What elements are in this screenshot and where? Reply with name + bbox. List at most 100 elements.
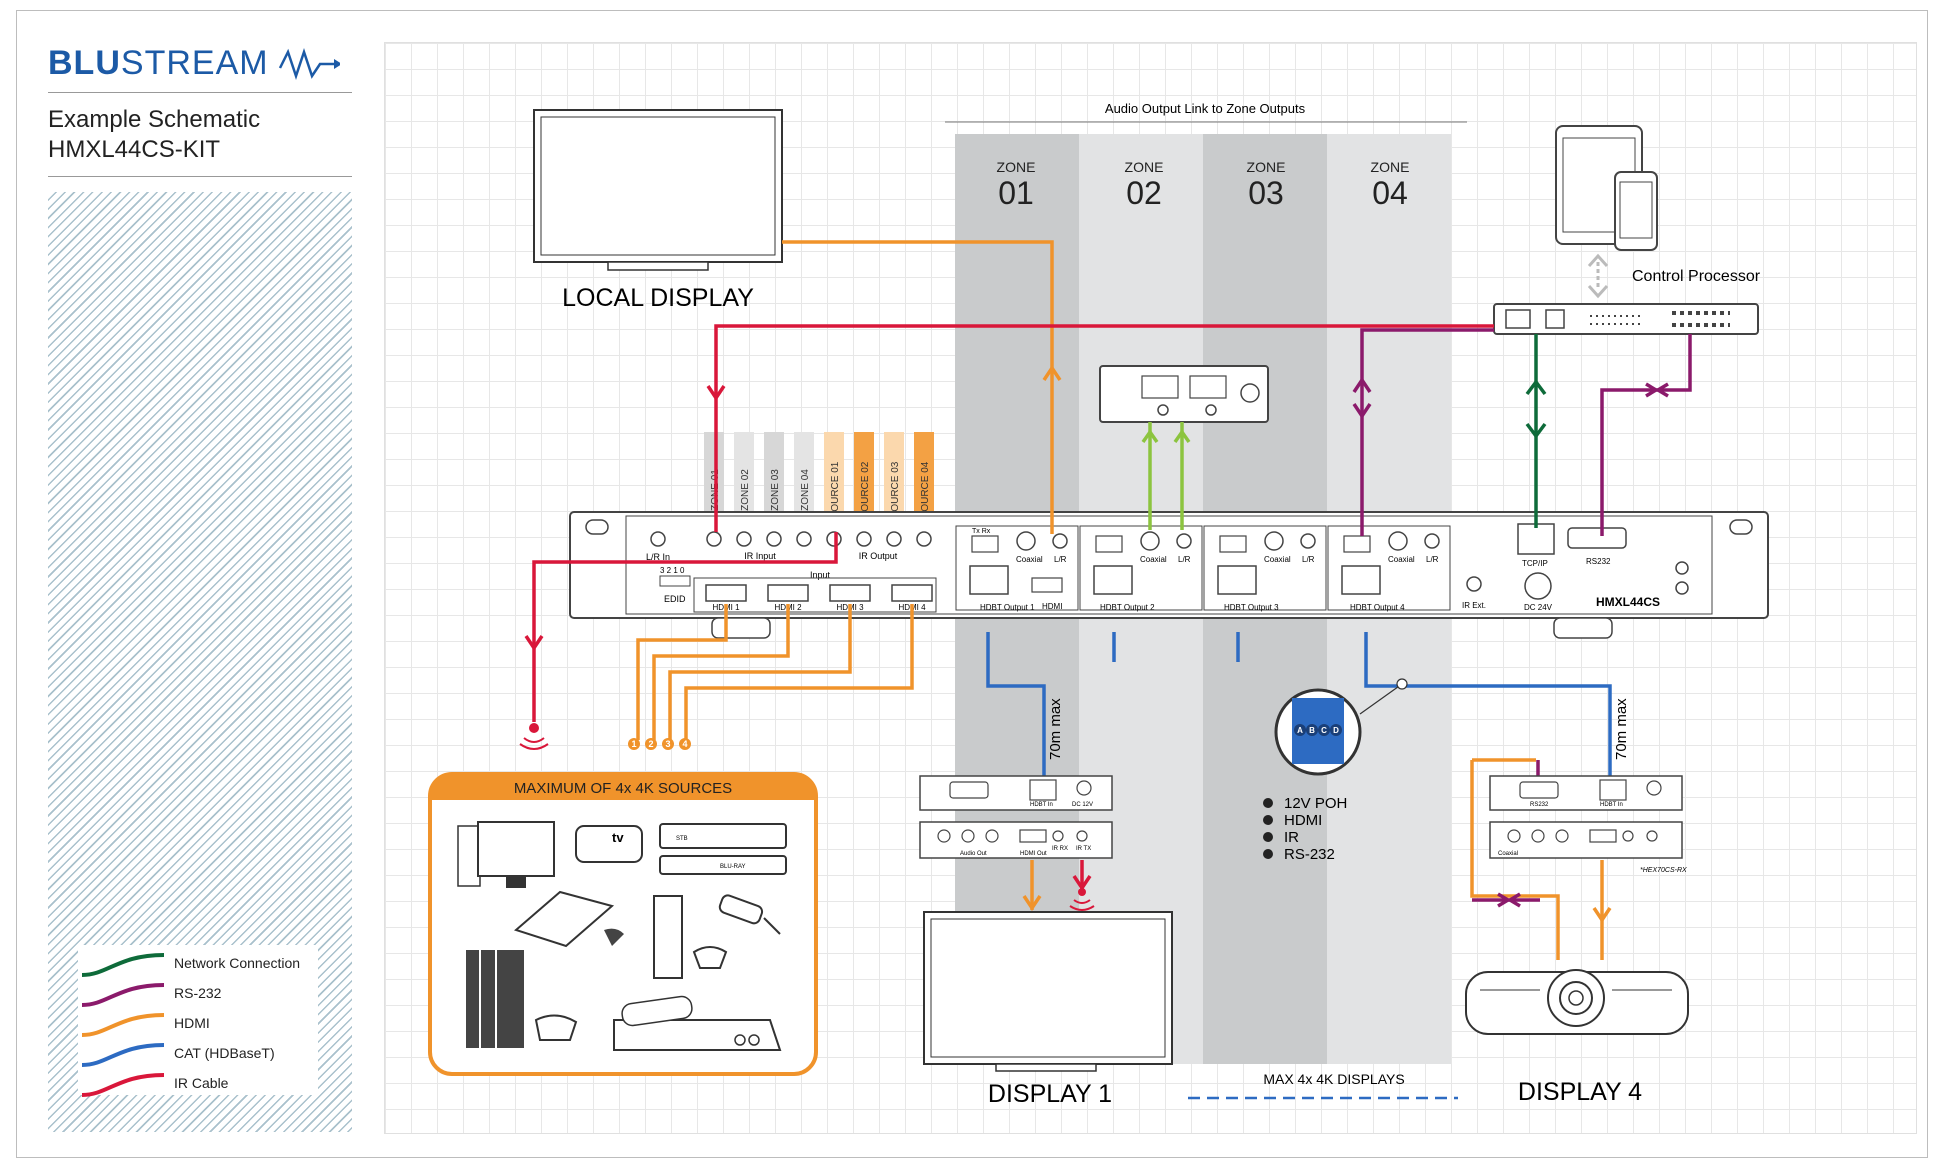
rx1-audio-out-label: Audio Out <box>960 851 987 857</box>
hdbt-letter-b: B <box>1309 726 1315 735</box>
hdbt-magnifier: A B C D <box>1274 678 1408 776</box>
cable-runs <box>524 240 1692 960</box>
bluray-label: BLU-RAY <box>720 864 746 870</box>
source-number-4: 4 <box>682 739 687 749</box>
hdbt-output-3-label: HDBT Output 3 <box>1224 603 1279 612</box>
output-section-3: Coaxial L/R HDBT Output 3 <box>1203 525 1327 612</box>
kit-model: HMXL44CS-KIT <box>48 136 221 163</box>
output-section-2: Coaxial L/R HDBT Output 2 <box>1079 525 1203 612</box>
dc24-label: DC 24V <box>1524 603 1553 612</box>
rx1-ir-rx-label: IR RX <box>1052 846 1068 852</box>
cable-legend: Network Connection RS-232 HDMI CAT (HDBa… <box>78 945 318 1097</box>
source-number-2: 2 <box>648 739 653 749</box>
hdbt-letter-a: A <box>1297 726 1303 735</box>
divider <box>48 92 352 93</box>
hdbt-key-c: IR <box>1284 829 1299 846</box>
coaxial-label: Coaxial <box>1388 555 1415 564</box>
console-ps3-icon <box>513 890 624 948</box>
ir-emitter-icon <box>519 723 549 750</box>
legend-hdmi: HDMI <box>78 1009 318 1039</box>
hdbt-letter-c: C <box>1321 726 1327 735</box>
edid-label: EDID <box>664 594 686 604</box>
zone-4-number: 04 <box>1372 175 1408 211</box>
hdbt-letter-d: D <box>1333 726 1339 735</box>
stb-icon: STB BLU-RAY <box>659 823 787 875</box>
zone-3-word: ZONE <box>1247 159 1286 175</box>
pc-icon <box>457 821 555 888</box>
divider <box>48 176 352 177</box>
amplifier <box>1099 365 1269 423</box>
edid-digits: 3 2 1 0 <box>660 566 685 575</box>
tab-source-03: SOURCE 03 <box>890 461 901 518</box>
apple-tv-icon: tv <box>575 825 643 863</box>
lr-in-label: L/R In <box>646 552 670 562</box>
matrix-model-label: HMXL44CS <box>1596 595 1660 609</box>
sources-title: MAXIMUM OF 4x 4K SOURCES <box>514 780 732 797</box>
schematic-title: Example Schematic <box>48 106 261 133</box>
ir-input-label: IR Input <box>744 551 776 561</box>
display-4-label: DISPLAY 4 <box>1518 1078 1642 1106</box>
lr-label: L/R <box>1178 555 1191 564</box>
rx4-coaxial-label: Coaxial <box>1498 851 1518 857</box>
matrix-unit: L/R In IR Input IR Output Input 3 2 1 0 … <box>569 511 1769 639</box>
hdbt-key: 12V POH HDMI IR RS-232 <box>1263 795 1347 863</box>
console-ps4-icon <box>466 950 578 1048</box>
hdbt-key-d: RS-232 <box>1284 846 1335 863</box>
output-section-4: Coaxial L/R HDBT Output 4 <box>1327 525 1451 612</box>
zone-1-word: ZONE <box>997 159 1036 175</box>
distance-label-1: 70m max <box>1047 698 1064 760</box>
lr-label: L/R <box>1302 555 1315 564</box>
phone-icon <box>1614 171 1658 251</box>
ir-output-label: IR Output <box>859 551 898 561</box>
coaxial-label: Coaxial <box>1140 555 1167 564</box>
source-number-1: 1 <box>631 739 636 749</box>
rx1-ir-tx-label: IR TX <box>1076 846 1091 852</box>
stb-label: STB <box>676 836 688 842</box>
receiver-4: RS232 HDBT In Coaxial *HEX70CS-RX <box>1489 775 1687 874</box>
max-displays-label: MAX 4x 4K DISPLAYS <box>1263 1071 1404 1087</box>
control-processor-label: Control Processor <box>1632 268 1761 285</box>
zone-3-number: 03 <box>1248 175 1284 211</box>
display-1: DISPLAY 1 <box>923 911 1173 1108</box>
output-section-1: Tx Rx Coaxial L/R HDMI HDBT Output 1 <box>955 525 1079 612</box>
tab-zone-03: ZONE 03 <box>770 469 781 511</box>
hdbt-output-1-label: HDBT Output 1 <box>980 603 1035 612</box>
rx1-hdmi-out-label: HDMI Out <box>1020 851 1047 857</box>
logo-wave-icon <box>278 48 340 80</box>
lr-label: L/R <box>1426 555 1439 564</box>
apple-tv-label: tv <box>612 830 624 845</box>
page-frame <box>16 10 1928 1158</box>
blustream-logo: BLUSTREAM <box>48 44 269 82</box>
wireless-link-icon <box>1587 253 1609 299</box>
rx1-hdbt-in-label: HDBT In <box>1030 802 1053 808</box>
zone-2-number: 02 <box>1126 175 1162 211</box>
legend-ir: IR Cable <box>78 1069 318 1099</box>
tab-source-01: SOURCE 01 <box>830 461 841 518</box>
media-player-icon <box>613 995 782 1051</box>
coaxial-label: Coaxial <box>1264 555 1291 564</box>
tab-zone-02: ZONE 02 <box>740 469 751 511</box>
hdbt-key-a: 12V POH <box>1284 795 1347 812</box>
tab-source-04: SOURCE 04 <box>920 461 931 518</box>
tcpip-label: TCP/IP <box>1522 559 1548 568</box>
rx1-dc12-label: DC 12V <box>1072 802 1093 808</box>
distance-label-4: 70m max <box>1613 698 1630 760</box>
projector-icon: DISPLAY 4 <box>1465 969 1689 1106</box>
legend-rs232: RS-232 <box>78 979 318 1009</box>
receiver-1: HDBT In DC 12V Audio Out HDMI Out IR RX … <box>919 775 1113 859</box>
sidebar: BLUSTREAM Example Schematic HMXL44CS-KIT… <box>48 40 352 1140</box>
display-1-label: DISPLAY 1 <box>988 1080 1112 1108</box>
control-processor-unit <box>1493 303 1759 335</box>
rx4-rs232-label: RS232 <box>1530 802 1549 808</box>
hdbt-output-4-label: HDBT Output 4 <box>1350 603 1405 612</box>
ir-ext-label: IR Ext. <box>1462 601 1486 610</box>
local-display-label: LOCAL DISPLAY <box>562 284 754 312</box>
hdmi-out-label: HDMI <box>1042 602 1062 611</box>
txrx-label: Tx Rx <box>972 528 991 535</box>
hdbt-key-b: HDMI <box>1284 812 1322 829</box>
audio-link-label: Audio Output Link to Zone Outputs <box>1105 101 1306 116</box>
rs232-label: RS232 <box>1586 557 1611 566</box>
input-label: Input <box>810 570 831 580</box>
ir-emitter-icon <box>1069 888 1095 911</box>
